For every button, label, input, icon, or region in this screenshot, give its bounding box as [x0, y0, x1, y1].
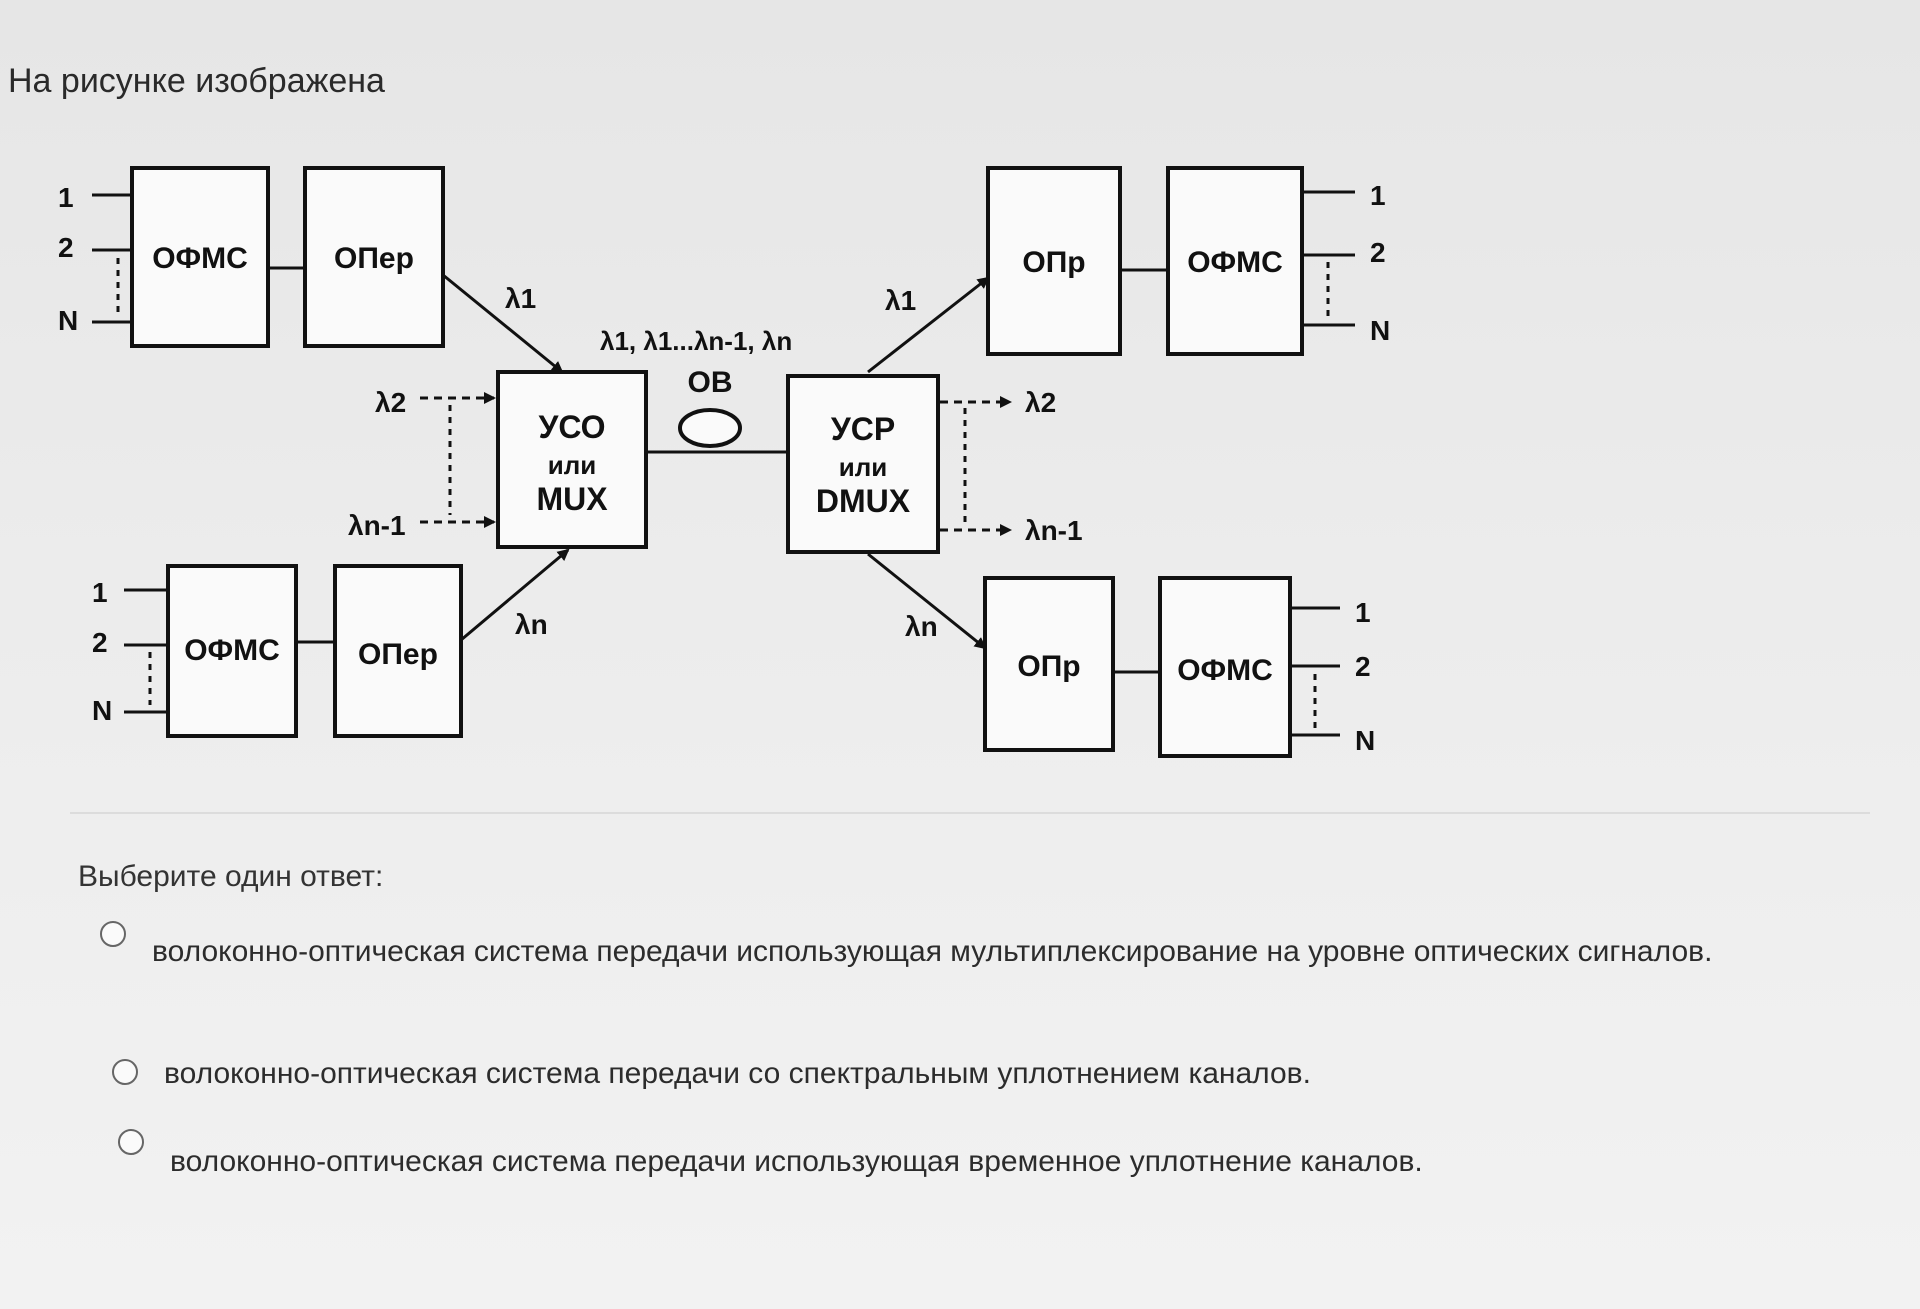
ofms-block-tl	[130, 166, 270, 348]
lambda1-label-out: λ1	[885, 285, 916, 316]
output-label-n-top: N	[1370, 315, 1390, 346]
oper-block-bottom	[333, 564, 463, 738]
output-label-1-top: 1	[1370, 180, 1386, 211]
fiber-coil-icon	[678, 408, 742, 448]
lambda-n1-label-out: λn-1	[1025, 515, 1083, 546]
answer-option-label: волоконно-оптическая система передачи ис…	[170, 1145, 1423, 1178]
mux-label-line1: УСО	[538, 409, 605, 445]
output-label-n-bottom: N	[1355, 725, 1375, 756]
lambda2-label-in: λ2	[375, 387, 406, 418]
fiber-label: ОВ	[688, 366, 733, 399]
mux-label-line3: MUX	[536, 481, 608, 517]
lambda-n1-label-in: λn-1	[348, 510, 406, 541]
lambda-n-label-out: λn	[905, 611, 938, 642]
ofms-block-br	[1158, 576, 1292, 758]
ofms-label-bl: ОФМС	[184, 634, 280, 667]
lambda1-label-in: λ1	[505, 283, 536, 314]
input-label-1-bottom: 1	[92, 577, 108, 608]
input-label-n-bottom: N	[92, 695, 112, 726]
opr-label-top: ОПр	[1022, 246, 1085, 279]
output-label-1-bottom: 1	[1355, 597, 1371, 628]
output-label-2-top: 2	[1370, 237, 1386, 268]
input-label-2: 2	[58, 232, 74, 263]
radio-button[interactable]	[118, 1129, 144, 1155]
mux-label-line2: или	[548, 450, 596, 480]
wdm-system-diagram: 1 2 N ОФМС ОПер λ1 УСО или MUX λ2 λn-1	[58, 166, 1390, 758]
mux-block	[496, 370, 648, 549]
oper-block-top	[303, 166, 445, 348]
ofms-block-tr	[1166, 166, 1304, 356]
radio-button[interactable]	[100, 921, 126, 947]
answer-option-label: волоконно-оптическая система передачи ис…	[152, 935, 1713, 968]
ofms-label-tl: ОФМС	[152, 242, 248, 275]
lambda-n-label-in: λn	[515, 609, 548, 640]
dmux-label-line1: УСР	[831, 411, 895, 447]
lambda-all-label: λ1, λ1...λn-1, λn	[600, 326, 792, 356]
oper-label-top: ОПер	[334, 242, 414, 275]
input-label-2-bottom: 2	[92, 627, 108, 658]
section-divider	[70, 812, 1870, 814]
question-title: На рисунке изображена	[8, 62, 385, 100]
input-label-1: 1	[58, 182, 74, 213]
dmux-label-line3: DMUX	[816, 483, 911, 519]
ofms-label-tr: ОФМС	[1187, 246, 1283, 279]
opr-block-bottom	[983, 576, 1115, 752]
oper-label-bottom: ОПер	[358, 638, 438, 671]
radio-button[interactable]	[112, 1059, 138, 1085]
dmux-block	[786, 374, 940, 554]
answer-prompt: Выберите один ответ:	[78, 860, 384, 893]
ofms-block-bl	[166, 564, 298, 738]
ofms-label-br: ОФМС	[1177, 654, 1273, 687]
dmux-label-line2: или	[839, 452, 887, 482]
output-label-2-bottom: 2	[1355, 651, 1371, 682]
answer-option-label: волоконно-оптическая система передачи со…	[164, 1057, 1311, 1090]
opr-block-top	[986, 166, 1122, 356]
opr-label-bottom: ОПр	[1017, 650, 1080, 683]
input-label-n: N	[58, 305, 78, 336]
lambda2-label-out: λ2	[1025, 387, 1056, 418]
